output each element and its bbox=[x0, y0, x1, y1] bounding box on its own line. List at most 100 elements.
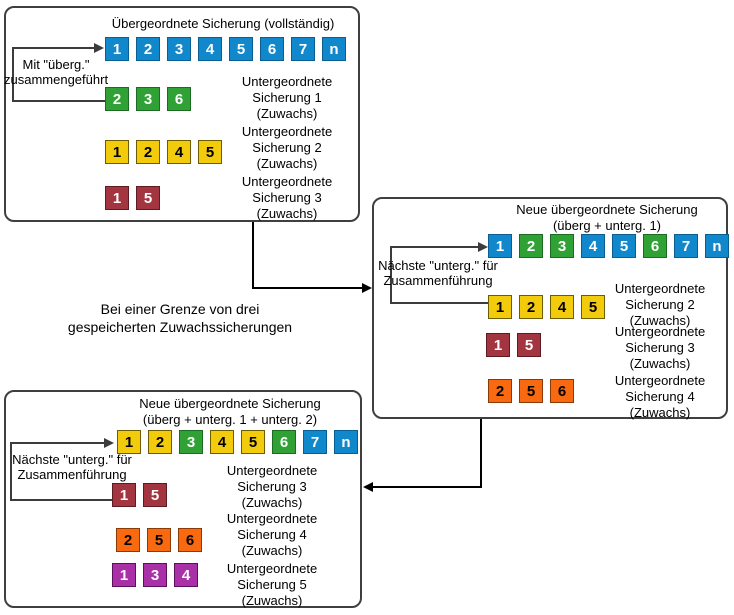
connector2-horizontal bbox=[373, 486, 481, 488]
limit-note-line2: gespeicherten Zuwachssicherungen bbox=[67, 319, 293, 335]
backup-block: 1 bbox=[112, 563, 136, 587]
box2-sub-caption-3: Untergeordnete Sicherung 4 (Zuwachs) bbox=[585, 373, 734, 421]
loop-arrowhead-icon bbox=[94, 43, 104, 53]
caption-line: Untergeordnete bbox=[614, 281, 706, 296]
box1-sub-caption-1: Untergeordnete Sicherung 1 (Zuwachs) bbox=[212, 74, 362, 122]
backup-block: 5 bbox=[581, 295, 605, 319]
box1-sub-caption-2: Untergeordnete Sicherung 2 (Zuwachs) bbox=[212, 124, 362, 172]
box2-sub-caption-1: Untergeordnete Sicherung 2 (Zuwachs) bbox=[585, 281, 734, 329]
caption-line: Untergeordnete bbox=[241, 174, 333, 189]
backup-block: 6 bbox=[550, 379, 574, 403]
box3-title-line2: (überg + unterg. 1 + unterg. 2) bbox=[142, 412, 318, 427]
caption-line: (Zuwachs) bbox=[241, 593, 303, 608]
box1-title: Übergeordnete Sicherung (vollständig) bbox=[111, 16, 335, 31]
box2-title-line2: (überg + unterg. 1) bbox=[552, 218, 662, 233]
backup-block: 4 bbox=[210, 430, 234, 454]
caption-line: Untergeordnete bbox=[241, 124, 333, 139]
loop-line-bottom bbox=[10, 499, 112, 501]
connector1-vertical bbox=[252, 222, 254, 289]
box1-loop-label: Mit "überg." zusammengeführt bbox=[4, 57, 108, 87]
loop-line-top bbox=[12, 47, 94, 49]
backup-block: 3 bbox=[167, 37, 191, 61]
caption-line: Sicherung 2 bbox=[252, 140, 322, 155]
connector2-vertical bbox=[480, 419, 482, 488]
backup-block: 3 bbox=[143, 563, 167, 587]
backup-block: n bbox=[705, 234, 729, 258]
caption-line: Untergeordnete bbox=[226, 463, 318, 478]
backup-block: 3 bbox=[550, 234, 574, 258]
backup-block: 1 bbox=[488, 234, 512, 258]
backup-block: 5 bbox=[136, 186, 160, 210]
caption-line: Sicherung 3 bbox=[237, 479, 307, 494]
box2-title-line1: Neue übergeordnete Sicherung bbox=[516, 202, 698, 217]
backup-block: n bbox=[322, 37, 346, 61]
backup-block: 2 bbox=[519, 234, 543, 258]
caption-line: Sicherung 5 bbox=[237, 577, 307, 592]
caption-line: Sicherung 4 bbox=[625, 389, 695, 404]
backup-block: 2 bbox=[488, 379, 512, 403]
caption-line: (Zuwachs) bbox=[256, 156, 318, 171]
backup-block: 7 bbox=[303, 430, 327, 454]
backup-block: 5 bbox=[229, 37, 253, 61]
backup-block: 4 bbox=[550, 295, 574, 319]
backup-block: 5 bbox=[143, 483, 167, 507]
loop-label-line1: Nächste "unterg." für bbox=[12, 452, 132, 467]
loop-arrowhead-icon bbox=[104, 438, 114, 448]
caption-line: (Zuwachs) bbox=[241, 495, 303, 510]
caption-line: (Zuwachs) bbox=[256, 206, 318, 221]
backup-block: 2 bbox=[136, 140, 160, 164]
limit-note: Bei einer Grenze von drei gespeicherten … bbox=[40, 300, 320, 336]
caption-line: (Zuwachs) bbox=[256, 106, 318, 121]
backup-block: 5 bbox=[612, 234, 636, 258]
backup-block: 6 bbox=[178, 528, 202, 552]
backup-block: 1 bbox=[105, 186, 129, 210]
caption-line: Sicherung 4 bbox=[237, 527, 307, 542]
box2-sub-caption-2: Untergeordnete Sicherung 3 (Zuwachs) bbox=[585, 324, 734, 372]
connector1-arrowhead-icon bbox=[362, 283, 372, 293]
backup-block: 5 bbox=[517, 333, 541, 357]
loop-line-top bbox=[10, 442, 104, 444]
caption-line: Untergeordnete bbox=[226, 511, 318, 526]
backup-block: 3 bbox=[136, 87, 160, 111]
box1-sub-caption-3: Untergeordnete Sicherung 3 (Zuwachs) bbox=[212, 174, 362, 222]
backup-block: 4 bbox=[174, 563, 198, 587]
caption-line: (Zuwachs) bbox=[629, 405, 691, 420]
backup-block: n bbox=[334, 430, 358, 454]
caption-line: Untergeordnete bbox=[614, 373, 706, 388]
caption-line: (Zuwachs) bbox=[629, 313, 691, 328]
box3-sub-caption-1: Untergeordnete Sicherung 3 (Zuwachs) bbox=[197, 463, 347, 511]
connector1-horizontal bbox=[252, 287, 362, 289]
backup-block: 5 bbox=[241, 430, 265, 454]
backup-block: 5 bbox=[147, 528, 171, 552]
backup-block: 2 bbox=[105, 87, 129, 111]
backup-block: 1 bbox=[105, 140, 129, 164]
backup-block: 1 bbox=[486, 333, 510, 357]
box3-title: Neue übergeordnete Sicherung (überg + un… bbox=[80, 396, 380, 428]
loop-label-line2: zusammengeführt bbox=[4, 72, 109, 87]
box2-title: Neue übergeordnete Sicherung (überg + un… bbox=[467, 202, 734, 234]
loop-line-bottom bbox=[12, 100, 105, 102]
backup-block: 5 bbox=[519, 379, 543, 403]
loop-label-line2: Zusammenführung bbox=[17, 467, 127, 482]
backup-block: 1 bbox=[112, 483, 136, 507]
loop-line-top bbox=[390, 246, 478, 248]
connector2-arrowhead-icon bbox=[363, 482, 373, 492]
box2-loop-label: Nächste "unterg." für Zusammenführung bbox=[375, 258, 501, 288]
caption-line: (Zuwachs) bbox=[629, 356, 691, 371]
backup-block: 7 bbox=[291, 37, 315, 61]
backup-block: 2 bbox=[136, 37, 160, 61]
merged-backup-box-1: Neue übergeordnete Sicherung (überg + un… bbox=[372, 197, 729, 420]
caption-line: Untergeordnete bbox=[226, 561, 318, 576]
loop-label-line1: Mit "überg." bbox=[22, 57, 90, 72]
